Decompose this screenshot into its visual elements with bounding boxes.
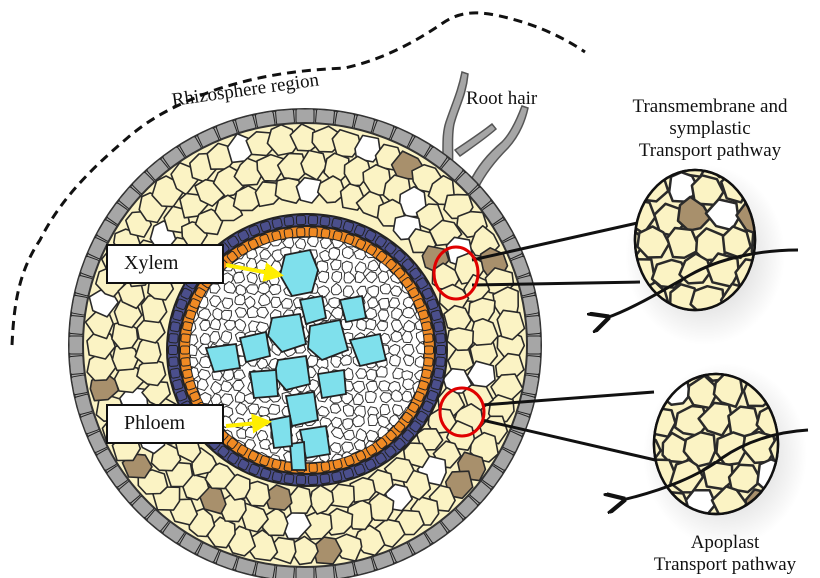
endodermis-cell [331,218,342,229]
endodermis-cell [437,346,446,355]
apoplast-label-line1: Apoplast [630,532,820,554]
stele-cell [380,404,390,415]
endodermis-cell [169,357,179,367]
endodermis-cell [296,475,305,484]
apoplast-label-line2: Transport pathway [630,554,820,576]
pericycle-cell [425,346,434,354]
epidermis-cell [525,315,541,334]
magnified-cell [619,405,651,435]
stele-cell [269,284,281,294]
stele-cell [368,414,378,425]
root-hair-label: Root hair [466,88,537,110]
epidermis-cell [296,109,314,123]
apoplast-pathway-label: Apoplast Transport pathway [630,532,820,576]
endodermis-cell [272,218,283,229]
stele-cell [402,391,412,402]
endodermis-cell [170,368,180,378]
pericycle-cell [309,463,317,472]
epidermis-cell [525,355,541,374]
stele-cell [269,404,280,414]
endodermis-cell [434,368,444,378]
pericycle-cell [181,357,191,366]
symplastic-label-line1: Transmembrane and [610,96,810,118]
endodermis-cell [320,474,330,484]
pericycle-cell [309,228,317,237]
magnified-cell [617,347,649,379]
magnified-cell [723,227,751,258]
epidermis-cell [275,109,294,125]
pericycle-cell [297,228,305,237]
endodermis-cell [434,322,444,332]
stele-cell [380,284,391,294]
symplastic-label-line2: symplastic [610,118,810,140]
stele-cell [329,248,340,260]
stele-cell [329,298,340,308]
endodermis-cell [272,471,283,482]
endodermis-cell [296,215,305,224]
stele-cell [259,407,270,417]
pericycle-cell [321,462,330,472]
stele-cell [342,261,352,273]
endodermis-cell [431,310,442,321]
pericycle-cell [181,346,190,354]
stele-cell [402,307,415,318]
endodermis-cell [436,333,446,343]
endodermis-cell [308,215,317,224]
pericycle-cell [424,357,434,366]
pericycle-cell [424,334,434,343]
endodermis-cell [331,471,342,482]
epidermis-cell [69,355,85,374]
phloem-label-box: Phloem [106,404,224,444]
epidermis-cell [527,336,541,354]
endodermis-cell [169,346,178,355]
pericycle-cell [321,228,330,238]
stele-cell [318,271,329,283]
stele-cell [366,319,376,330]
stele-cell [246,285,259,295]
stele-cell [366,391,377,402]
xylem-label-box: Xylem [106,244,224,284]
epidermis-cell [69,336,83,354]
stele-cell [234,272,245,283]
stele-cell [378,310,389,321]
stele-cell [390,355,401,366]
stele-cell [332,271,342,282]
endodermis-cell [284,216,294,226]
stele-cell [366,369,376,380]
endodermis-cell [172,310,183,321]
endodermis-cell [308,475,317,484]
endodermis-cell [320,216,330,226]
magnified-cell [765,310,794,342]
symplastic-label-line3: Transport pathway [610,140,810,162]
endodermis-cell [169,333,179,343]
stele-cell [235,308,247,318]
endodermis-cell [172,379,183,390]
endodermis-cell [284,474,294,484]
pericycle-cell [284,228,293,238]
epidermis-cell [296,567,314,578]
stele-cell [258,283,270,294]
endodermis-cell [436,357,446,367]
pericycle-cell [181,334,191,343]
magnified-cell [640,347,673,379]
stele-cell [221,331,232,344]
symplastic-pathway-label: Transmembrane and symplastic Transport p… [610,96,810,162]
stele-cell [377,321,388,331]
stele-cell [248,404,259,414]
stele-cell [222,310,232,321]
magnified-cell [613,171,645,202]
endodermis-cell [170,322,180,332]
epidermis-cell [315,109,334,125]
stele-cell [247,272,257,283]
endodermis-cell [431,379,442,390]
stele-cell [379,298,390,309]
epidermis-cell [69,315,85,334]
